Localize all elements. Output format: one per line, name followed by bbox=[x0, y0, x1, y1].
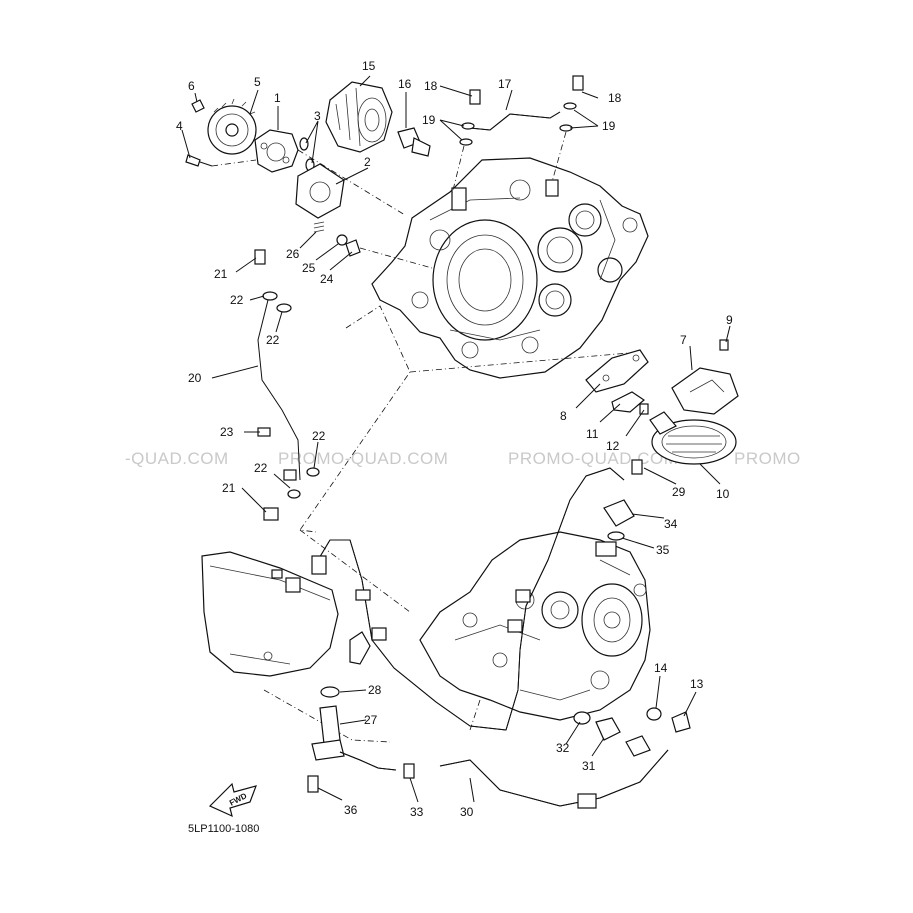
oil-pipe-upper bbox=[451, 75, 584, 195]
callout-10: 10 bbox=[716, 487, 730, 501]
crankcase-left bbox=[419, 531, 651, 721]
leader-lines bbox=[181, 75, 731, 803]
callout-24: 24 bbox=[320, 272, 334, 286]
callout-7: 7 bbox=[680, 333, 687, 347]
fittings-lower-right bbox=[573, 707, 691, 757]
callout-18-right: 18 bbox=[608, 91, 622, 105]
callout-29: 29 bbox=[672, 485, 686, 499]
callout-30: 30 bbox=[460, 805, 474, 819]
callout-21-bottom: 21 bbox=[222, 481, 236, 495]
callout-9: 9 bbox=[726, 313, 733, 327]
callout-8: 8 bbox=[560, 409, 567, 423]
oil-tank bbox=[201, 551, 371, 677]
callout-19-right: 19 bbox=[602, 119, 616, 133]
callout-27: 27 bbox=[364, 713, 378, 727]
callout-13: 13 bbox=[690, 677, 704, 691]
callout-22-d: 22 bbox=[254, 461, 268, 475]
callout-17: 17 bbox=[498, 77, 512, 91]
callout-2: 2 bbox=[364, 155, 371, 169]
oil-pump-group bbox=[185, 98, 406, 216]
callout-25: 25 bbox=[302, 261, 316, 275]
watermark-text-4: PROMO bbox=[734, 449, 801, 468]
hose-assembly bbox=[311, 467, 669, 809]
callout-5: 5 bbox=[254, 75, 261, 89]
callout-19-left: 19 bbox=[422, 113, 436, 127]
callout-23: 23 bbox=[220, 425, 234, 439]
callout-22-b: 22 bbox=[266, 333, 280, 347]
callout-28: 28 bbox=[368, 683, 382, 697]
callout-numbers: 1 2 3 4 5 6 7 8 9 10 11 12 13 14 15 16 1… bbox=[176, 59, 733, 819]
callout-3: 3 bbox=[314, 109, 321, 123]
strainer-group bbox=[585, 339, 739, 465]
callout-20: 20 bbox=[188, 371, 202, 385]
callout-22-c: 22 bbox=[312, 429, 326, 443]
callout-15: 15 bbox=[362, 59, 376, 73]
callout-21-top: 21 bbox=[214, 267, 228, 281]
callout-32: 32 bbox=[556, 741, 570, 755]
callout-18-left: 18 bbox=[424, 79, 438, 93]
callout-26: 26 bbox=[286, 247, 300, 261]
fwd-arrow-icon: FWD bbox=[208, 782, 257, 818]
callout-16: 16 bbox=[398, 77, 412, 91]
watermark: -QUAD.COM PROMO-QUAD.COM PROMO-QUAD.COM … bbox=[125, 449, 801, 468]
callout-6: 6 bbox=[188, 79, 195, 93]
callout-33: 33 bbox=[410, 805, 424, 819]
callout-31: 31 bbox=[582, 759, 596, 773]
callout-14: 14 bbox=[654, 661, 668, 675]
watermark-text-2: PROMO-QUAD.COM bbox=[278, 449, 448, 468]
callout-12: 12 bbox=[606, 439, 620, 453]
callout-11: 11 bbox=[586, 427, 599, 441]
callout-1: 1 bbox=[274, 91, 281, 105]
callout-4: 4 bbox=[176, 119, 183, 133]
oil-pipe-left bbox=[254, 249, 320, 521]
oil-filter-group bbox=[295, 81, 431, 219]
diagram-code: 5LP1100-1080 bbox=[188, 823, 259, 835]
watermark-text-3: PROMO-QUAD.COM bbox=[508, 449, 678, 468]
callout-34: 34 bbox=[664, 517, 678, 531]
watermark-text-1: -QUAD.COM bbox=[125, 449, 229, 468]
crankcase-right bbox=[371, 157, 649, 379]
callout-22-a: 22 bbox=[230, 293, 244, 307]
oil-delivery-pipe bbox=[307, 459, 643, 793]
callout-36: 36 bbox=[344, 803, 358, 817]
callout-35: 35 bbox=[656, 543, 670, 557]
